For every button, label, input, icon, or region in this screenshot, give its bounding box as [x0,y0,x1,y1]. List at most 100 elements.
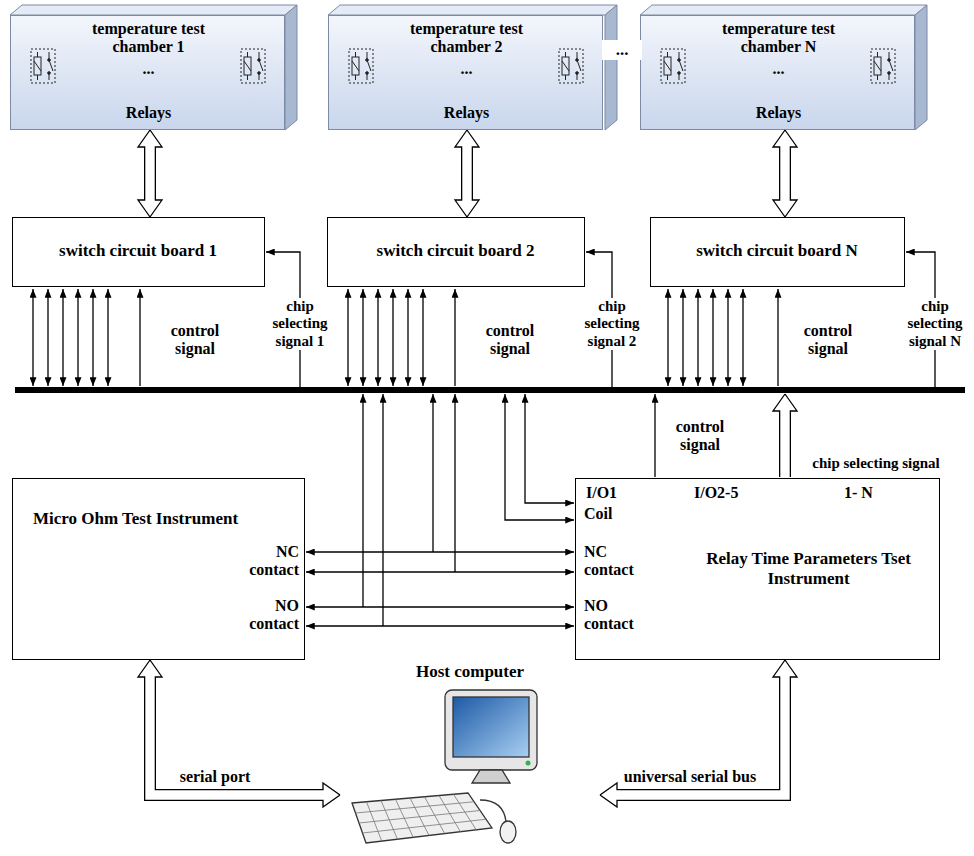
relay-symbol-part [871,49,895,83]
contact-wire-path [306,571,574,572]
chamber-top-face [640,5,927,15]
key-column [396,799,414,837]
relay-symbol-part [352,57,359,75]
hollow-shaft-fill [462,144,471,203]
relay-symbol-part [259,52,263,80]
signal-wire [712,289,713,386]
chamber-side-face [605,5,617,130]
relay-symbol-part [352,61,359,71]
computer-icon [352,690,537,843]
test-chamber: temperature test chamber 2...Relays [328,15,603,130]
relay-symbol-part [577,52,581,80]
signal-label: chip selecting signal N [902,298,968,350]
signal-wire [777,289,778,386]
signal-wire [654,394,655,477]
switch-board: switch circuit board N [650,217,905,287]
key-column [367,802,382,841]
relay-symbol-part [366,59,369,62]
node-title: switch circuit board 1 [13,241,263,261]
relay-symbol-part [664,57,671,75]
signal-label: control signal [790,322,866,359]
signal-wire [422,289,423,386]
relay-symbol-part [667,52,668,80]
node-text: Relay Time Parameters Tset Instrument [696,549,921,588]
signal-wire [382,394,383,626]
signal-label: chip selecting signal [798,455,954,472]
relay-symbol-part [562,61,569,71]
relay-symbol-part [559,49,583,83]
relay-symbol-part [877,52,878,80]
relay-symbol [871,49,895,83]
node-title: Host computer [395,662,545,682]
signal-label: control signal [157,322,233,359]
hollow-shaft-fill [150,674,326,795]
node-title: temperature test chamber 2 [379,20,554,57]
signal-wire [362,289,363,386]
signal-wire [667,289,668,386]
relay-symbol-part [562,57,569,75]
key-column [439,796,461,832]
node-text: Relays [726,104,831,122]
signal-wire [727,289,728,386]
node-title: temperature test chamber 1 [61,20,236,57]
signal-label: control signal [664,418,736,455]
relay-symbol-part [576,59,579,62]
signal-wire [377,289,378,386]
relay-symbol-part [664,61,671,71]
hollow-connector [138,130,162,217]
node-title: switch circuit board N [651,241,903,261]
chamber-top-face [10,5,297,15]
signal-label: control signal [472,322,548,359]
signal-wire [432,394,433,552]
node-text: ... [111,60,186,78]
relay-symbol [661,49,685,83]
signal-wire [362,394,363,607]
relay-symbol-part [31,49,55,83]
contact-wire [306,626,574,627]
node-title: temperature test chamber N [691,20,866,57]
relay-symbol-part [37,52,38,80]
hollow-shaft-fill [145,144,154,203]
monitor-stand [472,770,510,783]
signal-wire [32,289,33,386]
node-title: switch circuit board 2 [328,241,583,261]
signal-wire [392,289,393,386]
signal-wire [407,289,408,386]
edge-label: universal serial bus [623,768,757,786]
node-title: Micro Ohm Test Instrument [28,509,243,529]
relay-symbol-part [355,52,356,80]
mouse [500,821,516,843]
signal-wire [697,289,698,386]
hollow-shaft-fill [614,674,785,795]
contact-wire-path [306,625,574,626]
instrument-box: I/O1I/O2-51- NCoilNC contactNO contactRe… [575,478,940,660]
relay-symbol-part [34,57,41,75]
keyboard-keys [356,794,487,841]
signal-wire [62,289,63,386]
hollow-shaft-fill [780,408,789,477]
signal-wire [525,394,574,503]
node-text: Coil [584,505,644,523]
relay-symbol-part [34,61,41,71]
ellipsis: ... [602,40,642,60]
signal-wire [454,289,455,386]
relay-symbol [241,49,265,83]
node-text: NO contact [584,597,644,634]
relay-symbol-part [576,72,579,75]
relay-symbol-part [874,61,881,71]
node-text: I/O2-5 [694,484,756,502]
monitor-frame [445,690,537,770]
signal-wire [92,289,93,386]
contact-wire-path [306,606,574,607]
relay-symbol-part [874,57,881,75]
chamber-3d-faces [10,5,927,130]
signal-wire [47,289,48,386]
relay-symbol-part [244,61,251,71]
relay-symbol [31,49,55,83]
relay-symbol-part [258,59,261,62]
relay-symbol [349,49,373,83]
relay-symbol-part [247,52,248,80]
relay-symbol-part [679,52,683,80]
